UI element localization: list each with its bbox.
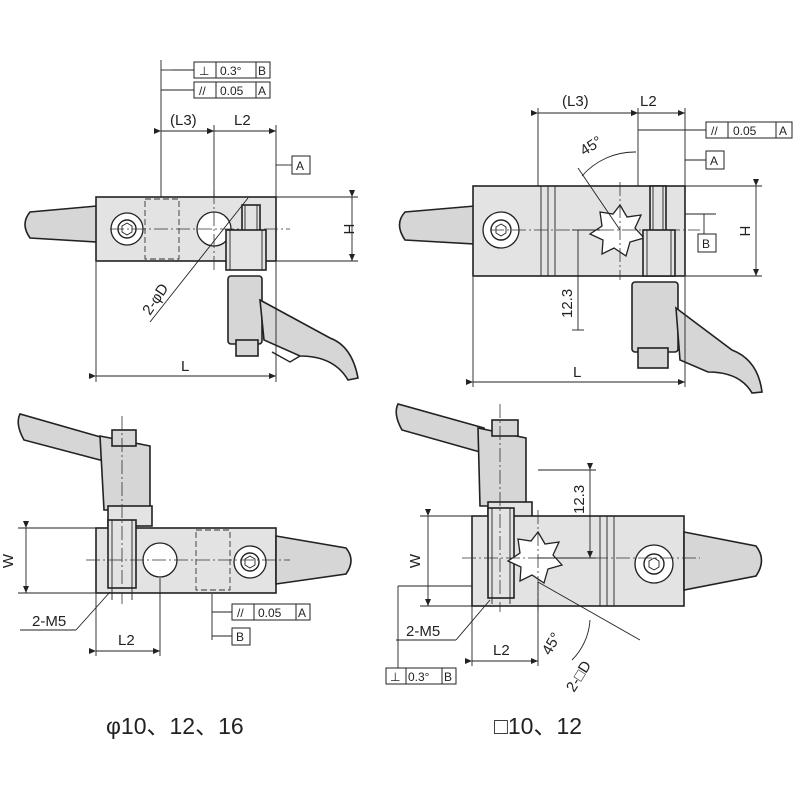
tol-par-square-datum: A	[779, 124, 787, 138]
datum-a-box-round	[291, 155, 311, 175]
label-l3-square: (L3)	[562, 93, 589, 110]
tolerance-par-rear	[231, 603, 311, 621]
label-angle-top: 45°	[577, 133, 605, 159]
label-l3-round: (L3)	[170, 112, 197, 129]
tol-perp-square-value: 0.3°	[408, 670, 430, 684]
tolerance-perp-round	[193, 61, 271, 79]
dims-round-rear	[18, 521, 232, 656]
tolerance-par-round	[193, 81, 271, 99]
label-l-square: L	[573, 364, 581, 381]
datum-a-box-square	[705, 150, 725, 170]
label-bore-square: 2-□D	[563, 658, 595, 695]
datum-a-square: A	[710, 154, 718, 168]
label-h-square: H	[736, 226, 753, 237]
tol-perp-datum: B	[258, 64, 266, 78]
label-l-round: L	[181, 358, 189, 375]
view-round-rear	[17, 413, 352, 604]
tol-perp-square-symbol: ⊥	[390, 670, 400, 684]
datum-b-square: B	[702, 237, 710, 251]
label-angle-bottom: 45°	[539, 630, 565, 658]
view-round-front	[24, 190, 359, 381]
datum-b-box-rear	[231, 627, 251, 646]
tol-par-rear-symbol: //	[237, 606, 244, 620]
tol-par-datum: A	[258, 84, 266, 98]
tol-par-rear-datum: A	[298, 606, 306, 620]
label-12-3-top: 12.3	[559, 289, 576, 318]
label-l2-square: L2	[640, 93, 657, 110]
tolerance-par-square	[705, 121, 793, 139]
label-m5-square: 2-M5	[406, 623, 440, 640]
datum-a-round: A	[296, 159, 304, 173]
caption-round: φ10、12、16	[106, 713, 244, 739]
view-square-front	[398, 182, 763, 394]
tol-par-value: 0.05	[220, 84, 244, 98]
dims-square-front	[466, 108, 762, 387]
datum-b-box-square	[697, 233, 717, 253]
caption-square: □10、12	[494, 713, 582, 739]
label-l2-rear: L2	[118, 632, 135, 649]
tol-perp-value: 0.3°	[220, 64, 242, 78]
label-h-round: H	[340, 224, 357, 235]
view-square-rear	[395, 403, 763, 612]
datum-b-rear: B	[236, 630, 244, 644]
tol-par-symbol: //	[199, 84, 206, 98]
dims-square-rear	[396, 463, 641, 672]
tol-par-square-value: 0.05	[733, 124, 757, 138]
dims-round-front	[89, 60, 358, 382]
tol-par-rear-value: 0.05	[258, 606, 282, 620]
tolerance-perp-square	[385, 667, 457, 685]
label-l2-square-rear: L2	[493, 642, 510, 659]
tol-perp-symbol: ⊥	[199, 64, 209, 78]
label-m5-round: 2-M5	[32, 613, 66, 630]
label-l2-round: L2	[234, 112, 251, 129]
label-w-round: W	[0, 553, 17, 568]
tol-par-square-symbol: //	[711, 124, 718, 138]
label-12-3-bottom: 12.3	[571, 485, 588, 514]
label-w-square: W	[407, 553, 424, 568]
tol-perp-square-datum: B	[444, 670, 452, 684]
